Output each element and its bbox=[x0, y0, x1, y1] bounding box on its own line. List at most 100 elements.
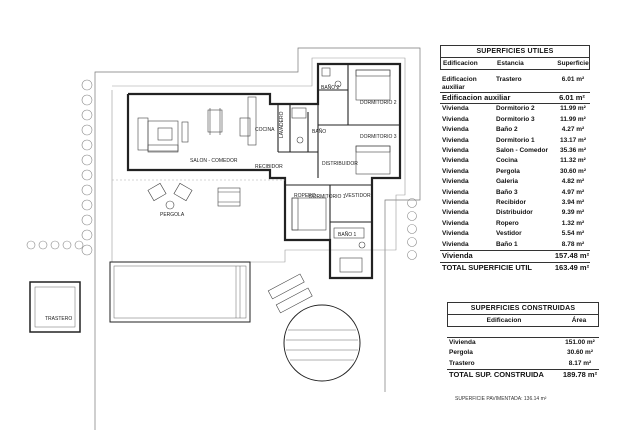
cell-superficie: 4.97 m² bbox=[561, 188, 585, 196]
table-row: Vivienda Baño 2 4.27 m² bbox=[440, 125, 590, 135]
cell-estancia: Dormitorio 3 bbox=[496, 115, 535, 123]
cell-edificacion: Vivienda bbox=[442, 188, 469, 196]
cell-superficie: 4.82 m² bbox=[561, 178, 585, 186]
cell-edificacion: Vivienda bbox=[442, 230, 469, 238]
pool-inner bbox=[113, 265, 247, 319]
table-row: Vivienda Baño 1 8.78 m² bbox=[440, 240, 590, 250]
terrace-stripes bbox=[286, 329, 358, 361]
cell-estancia: Ropero bbox=[496, 219, 519, 227]
pool bbox=[109, 261, 251, 323]
cell-edificacion: Vivienda bbox=[442, 126, 469, 134]
table-row: Vivienda Vestidor 5.54 m² bbox=[440, 229, 590, 239]
cell-edificacion: Vivienda bbox=[442, 199, 469, 207]
sun-loungers bbox=[267, 273, 313, 314]
cell-superficie: 30.60 m² bbox=[559, 167, 587, 175]
table-row: Vivienda Cocina 11.32 m² bbox=[440, 156, 590, 166]
cell-edificacion: Vivienda bbox=[442, 105, 469, 113]
cell-edificacion: Edificacion auxiliar bbox=[442, 76, 477, 91]
cell-area: 30.60 m² bbox=[566, 349, 594, 357]
cell-superficie: 11.99 m² bbox=[560, 115, 586, 123]
trastero-building bbox=[29, 281, 81, 333]
utiles-col-estancia: Estancia bbox=[497, 60, 524, 67]
table-row: Vivienda Dormitorio 3 11.99 m² bbox=[440, 115, 590, 125]
construidas-header-row: Edificacion Área bbox=[447, 315, 599, 327]
construidas-total: TOTAL SUP. CONSTRUIDA 189.78 m² bbox=[447, 369, 599, 380]
kitchen-fixtures bbox=[207, 96, 257, 146]
room-label-recibidor: RECIBIDOR bbox=[255, 164, 283, 170]
cell-edificacion: Vivienda bbox=[442, 240, 469, 248]
utiles-header-row: Edificacion Estancia Superficie bbox=[440, 58, 590, 70]
room-label-pergola: PERGOLA bbox=[160, 212, 185, 218]
superficies-construidas-table: SUPERFICIES CONSTRUIDAS Edificacion Área… bbox=[447, 302, 599, 381]
room-label-dormitorio-3: DORMITORIO 3 bbox=[360, 134, 397, 140]
utiles-auxiliar-row: Edificacion auxiliar Trastero 6.01 m² bbox=[440, 76, 590, 92]
cell-estancia: Vestidor bbox=[496, 230, 522, 238]
cell-estancia: Baño 3 bbox=[496, 188, 518, 196]
cell-edificacion: Vivienda bbox=[442, 115, 469, 123]
cell-estancia: Cocina bbox=[496, 157, 518, 165]
cell-superficie: 8.78 m² bbox=[561, 240, 585, 248]
cell-superficie: 4.27 m² bbox=[561, 126, 585, 134]
table-row: Vivienda Pergola 30.60 m² bbox=[440, 167, 590, 177]
construidas-total-value: 189.78 m² bbox=[562, 370, 598, 380]
cell-area: 8.17 m² bbox=[568, 359, 592, 367]
hedge-right bbox=[407, 198, 417, 260]
cell-edificacion: Vivienda bbox=[442, 157, 469, 165]
grand-total-label: TOTAL SUPERFICIE UTIL bbox=[442, 262, 533, 272]
cell-estancia: Pergola bbox=[496, 167, 520, 175]
cell-edificacion: Vivienda bbox=[442, 136, 469, 144]
beds bbox=[291, 69, 391, 231]
table-row: Vivienda Baño 3 4.97 m² bbox=[440, 188, 590, 198]
cell-superficie: 9.39 m² bbox=[561, 209, 585, 217]
cell-estancia: Dormitorio 1 bbox=[496, 136, 535, 144]
cell-estancia: Galeria bbox=[496, 178, 519, 186]
bath-fixtures bbox=[291, 67, 366, 273]
cell-edificacion: Trastero bbox=[449, 359, 475, 367]
cell-superficie: 3.94 m² bbox=[561, 199, 585, 207]
cell-superficie: 6.01 m² bbox=[561, 76, 585, 83]
utiles-auxiliar-total: Edificacion auxiliar 6.01 m² bbox=[440, 92, 590, 103]
cell-estancia: Baño 2 bbox=[496, 126, 518, 134]
utiles-vivienda-total: Vivienda 157.48 m² bbox=[440, 250, 590, 261]
round-terrace bbox=[283, 304, 361, 382]
trastero-inner bbox=[34, 286, 76, 328]
cell-superficie: 13.17 m² bbox=[559, 136, 587, 144]
cell-superficie: 35.36 m² bbox=[559, 147, 587, 155]
auxiliar-total-label: Edificacion auxiliar bbox=[442, 93, 511, 102]
utiles-grand-total: TOTAL SUPERFICIE UTIL 163.49 m² bbox=[440, 261, 590, 273]
room-label-lavadero: LAVADERO bbox=[279, 111, 285, 138]
construidas-col-edificacion: Edificacion bbox=[486, 317, 522, 324]
cell-superficie: 5.54 m² bbox=[561, 230, 585, 238]
cell-edificacion: Vivienda bbox=[442, 167, 469, 175]
terrace-outline bbox=[111, 57, 406, 263]
hedge-left bbox=[81, 79, 93, 256]
plot-boundary bbox=[94, 47, 421, 430]
room-label-bano-1: BAÑO 1 bbox=[338, 231, 357, 238]
room-label-ropero: ROPERO bbox=[294, 193, 316, 199]
living-furniture bbox=[137, 117, 189, 153]
construidas-total-label: TOTAL SUP. CONSTRUIDA bbox=[449, 370, 544, 380]
utiles-col-edificacion: Edificacion bbox=[443, 60, 478, 67]
room-label-salon: SALON - COMEDOR bbox=[190, 158, 238, 164]
vivienda-total-value: 157.48 m² bbox=[554, 251, 590, 261]
room-label-vestidor: VESTIDOR bbox=[345, 193, 371, 199]
cell-edificacion: Vivienda bbox=[449, 339, 476, 346]
room-label-bano: BAÑO bbox=[312, 128, 326, 135]
cell-superficie: 1.32 m² bbox=[561, 219, 585, 227]
room-label-distribuidor: DISTRIBUIDOR bbox=[322, 161, 358, 167]
room-label-dormitorio-2: DORMITORIO 2 bbox=[360, 100, 397, 106]
cell-estancia: Recibidor bbox=[496, 199, 526, 207]
cell-superficie: 11.32 m² bbox=[560, 157, 586, 165]
auxiliar-total-value: 6.01 m² bbox=[559, 93, 585, 102]
cell-superficie: 11.99 m² bbox=[560, 105, 586, 113]
room-label-bano-2: BAÑO 2 bbox=[321, 84, 340, 91]
table-row: Vivienda Recibidor 3.94 m² bbox=[440, 198, 590, 208]
construidas-col-area: Área bbox=[571, 317, 587, 324]
cell-estancia: Baño 1 bbox=[496, 240, 518, 248]
